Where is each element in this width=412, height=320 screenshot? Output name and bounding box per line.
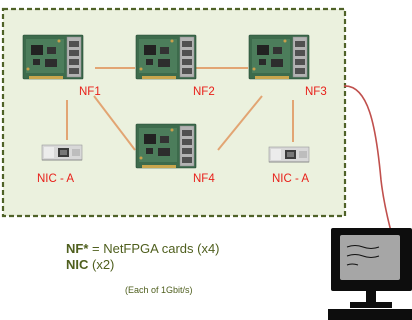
nf2-card-image <box>135 34 197 80</box>
legend-note: (Each of 1Gbit/s) <box>125 285 193 295</box>
nf2-label: NF2 <box>193 86 215 98</box>
link-nf1-nf4 <box>93 95 136 151</box>
nf3-label: NF3 <box>305 86 327 98</box>
nic-right-card-image <box>268 146 310 163</box>
nf1-card-image <box>22 34 84 80</box>
nf1-label: NF1 <box>79 86 101 98</box>
links <box>66 67 294 151</box>
nf3-card-image <box>248 34 310 80</box>
nic-right-label: NIC - A <box>272 173 309 185</box>
computer-icon <box>328 228 412 320</box>
legend-nf-line: NF* = NetFPGA cards (x4) <box>66 241 326 257</box>
nic-left-card-image <box>41 144 83 161</box>
legend-nf-term: NF* <box>66 241 89 256</box>
legend-nic-desc: (x2) <box>88 257 115 272</box>
link-nf3-host <box>343 85 395 247</box>
legend-nf-desc: = NetFPGA cards (x4) <box>88 241 220 256</box>
legend-nic-line: NIC (x2) <box>66 257 326 273</box>
nf4-label: NF4 <box>193 173 215 185</box>
legend-nic-term: NIC <box>66 257 89 272</box>
legend: NF* = NetFPGA cards (x4) NIC (x2) (Each … <box>66 241 326 295</box>
nic-left-label: NIC - A <box>37 173 74 185</box>
nf4-card-image <box>135 123 197 169</box>
link-nf4-nf3 <box>217 95 263 151</box>
